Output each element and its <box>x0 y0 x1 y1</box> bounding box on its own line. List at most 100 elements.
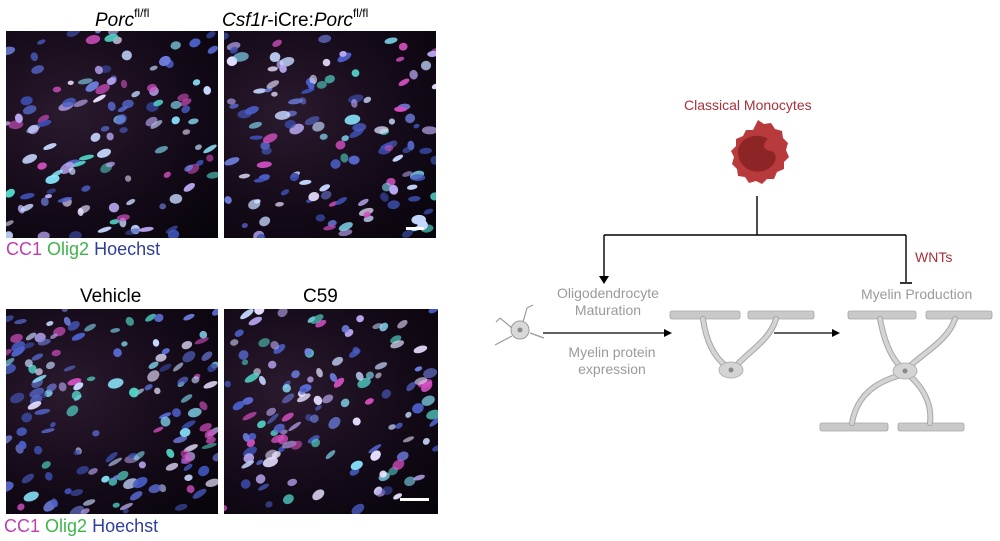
nucleus <box>6 349 12 357</box>
nucleus <box>150 120 163 129</box>
nucleus <box>340 398 350 408</box>
nucleus <box>206 154 214 162</box>
nucleus <box>325 450 336 460</box>
nucleus <box>248 121 262 129</box>
nucleus <box>405 113 416 124</box>
nucleus <box>370 450 381 461</box>
nucleus <box>349 467 360 476</box>
nucleus <box>191 376 200 384</box>
nucleus <box>31 353 43 361</box>
nucleus <box>381 486 393 495</box>
nucleus <box>337 52 352 63</box>
nucleus <box>240 479 251 489</box>
nucleus <box>20 203 34 212</box>
nucleus <box>299 179 312 185</box>
nucleus <box>312 489 325 501</box>
nucleus <box>58 382 67 392</box>
nucleus <box>179 428 191 437</box>
nucleus <box>315 405 322 411</box>
nucleus <box>37 231 50 238</box>
nucleus <box>258 338 270 348</box>
nucleus <box>271 91 278 97</box>
nucleus <box>85 35 101 45</box>
nucleus <box>198 465 210 477</box>
nucleus <box>66 405 79 417</box>
nucleus <box>397 319 408 329</box>
nucleus <box>224 196 232 204</box>
nucleus <box>125 228 141 235</box>
nucleus <box>203 381 218 389</box>
nucleus <box>194 144 202 150</box>
nucleus <box>322 394 334 404</box>
nucleus <box>413 345 428 354</box>
nucleus <box>288 98 304 105</box>
nucleus <box>338 222 353 232</box>
nucleus <box>344 114 361 125</box>
nucleus <box>57 196 73 203</box>
nucleus <box>212 309 218 316</box>
nucleus <box>238 173 251 179</box>
nucleus <box>181 420 196 430</box>
nucleus <box>45 471 53 481</box>
nucleus <box>69 505 85 514</box>
nucleus <box>206 31 216 39</box>
nucleus <box>278 446 285 453</box>
nucleus <box>257 420 266 429</box>
nucleus <box>194 337 209 345</box>
nucleus <box>375 372 382 379</box>
nucleus <box>352 417 361 426</box>
nucleus <box>30 52 38 62</box>
nucleus <box>121 50 132 61</box>
nucleus <box>120 79 128 89</box>
nucleus <box>116 214 130 222</box>
nucleus <box>253 88 267 94</box>
nucleus <box>112 502 120 508</box>
nucleus <box>76 465 89 475</box>
nucleus <box>299 387 307 395</box>
nucleus <box>282 494 294 505</box>
nucleus <box>308 192 320 202</box>
nucleus <box>68 167 76 175</box>
nucleus <box>324 75 335 84</box>
nucleus <box>189 38 201 48</box>
nucleus <box>78 205 91 214</box>
nucleus <box>112 475 119 481</box>
nucleus <box>301 88 315 94</box>
nucleus <box>265 501 273 508</box>
nucleus <box>16 427 28 436</box>
nucleus <box>63 316 71 326</box>
nucleus <box>14 319 27 325</box>
nucleus <box>113 348 122 358</box>
nucleus <box>363 96 372 104</box>
panel-title-csf1r-porc: Csf1r-iCre:Porcfl/fl <box>222 6 369 31</box>
nucleus <box>108 202 120 213</box>
nucleus <box>129 387 139 398</box>
nucleus <box>181 340 193 350</box>
nucleus <box>180 98 192 107</box>
micrograph-porc-fl <box>6 31 218 238</box>
nucleus <box>108 457 123 467</box>
nucleus <box>24 359 33 368</box>
nucleus <box>266 80 280 89</box>
nucleus <box>181 105 191 114</box>
nucleus <box>262 133 278 144</box>
nucleus <box>22 342 35 349</box>
wnts-label: WNTs <box>915 249 953 265</box>
nucleus <box>41 428 55 434</box>
nucleus <box>186 485 195 494</box>
nucleus <box>374 126 389 134</box>
nucleus <box>348 155 360 165</box>
nucleus <box>172 408 181 418</box>
nucleus <box>22 154 38 164</box>
nucleus <box>147 370 160 382</box>
nucleus <box>311 438 321 448</box>
nucleus <box>402 436 415 443</box>
nucleus <box>388 118 395 125</box>
nucleus <box>10 392 25 404</box>
nucleus <box>335 140 346 150</box>
nucleus <box>229 46 238 54</box>
nucleus <box>46 188 57 194</box>
nucleus <box>71 390 82 401</box>
nucleus <box>430 155 436 165</box>
